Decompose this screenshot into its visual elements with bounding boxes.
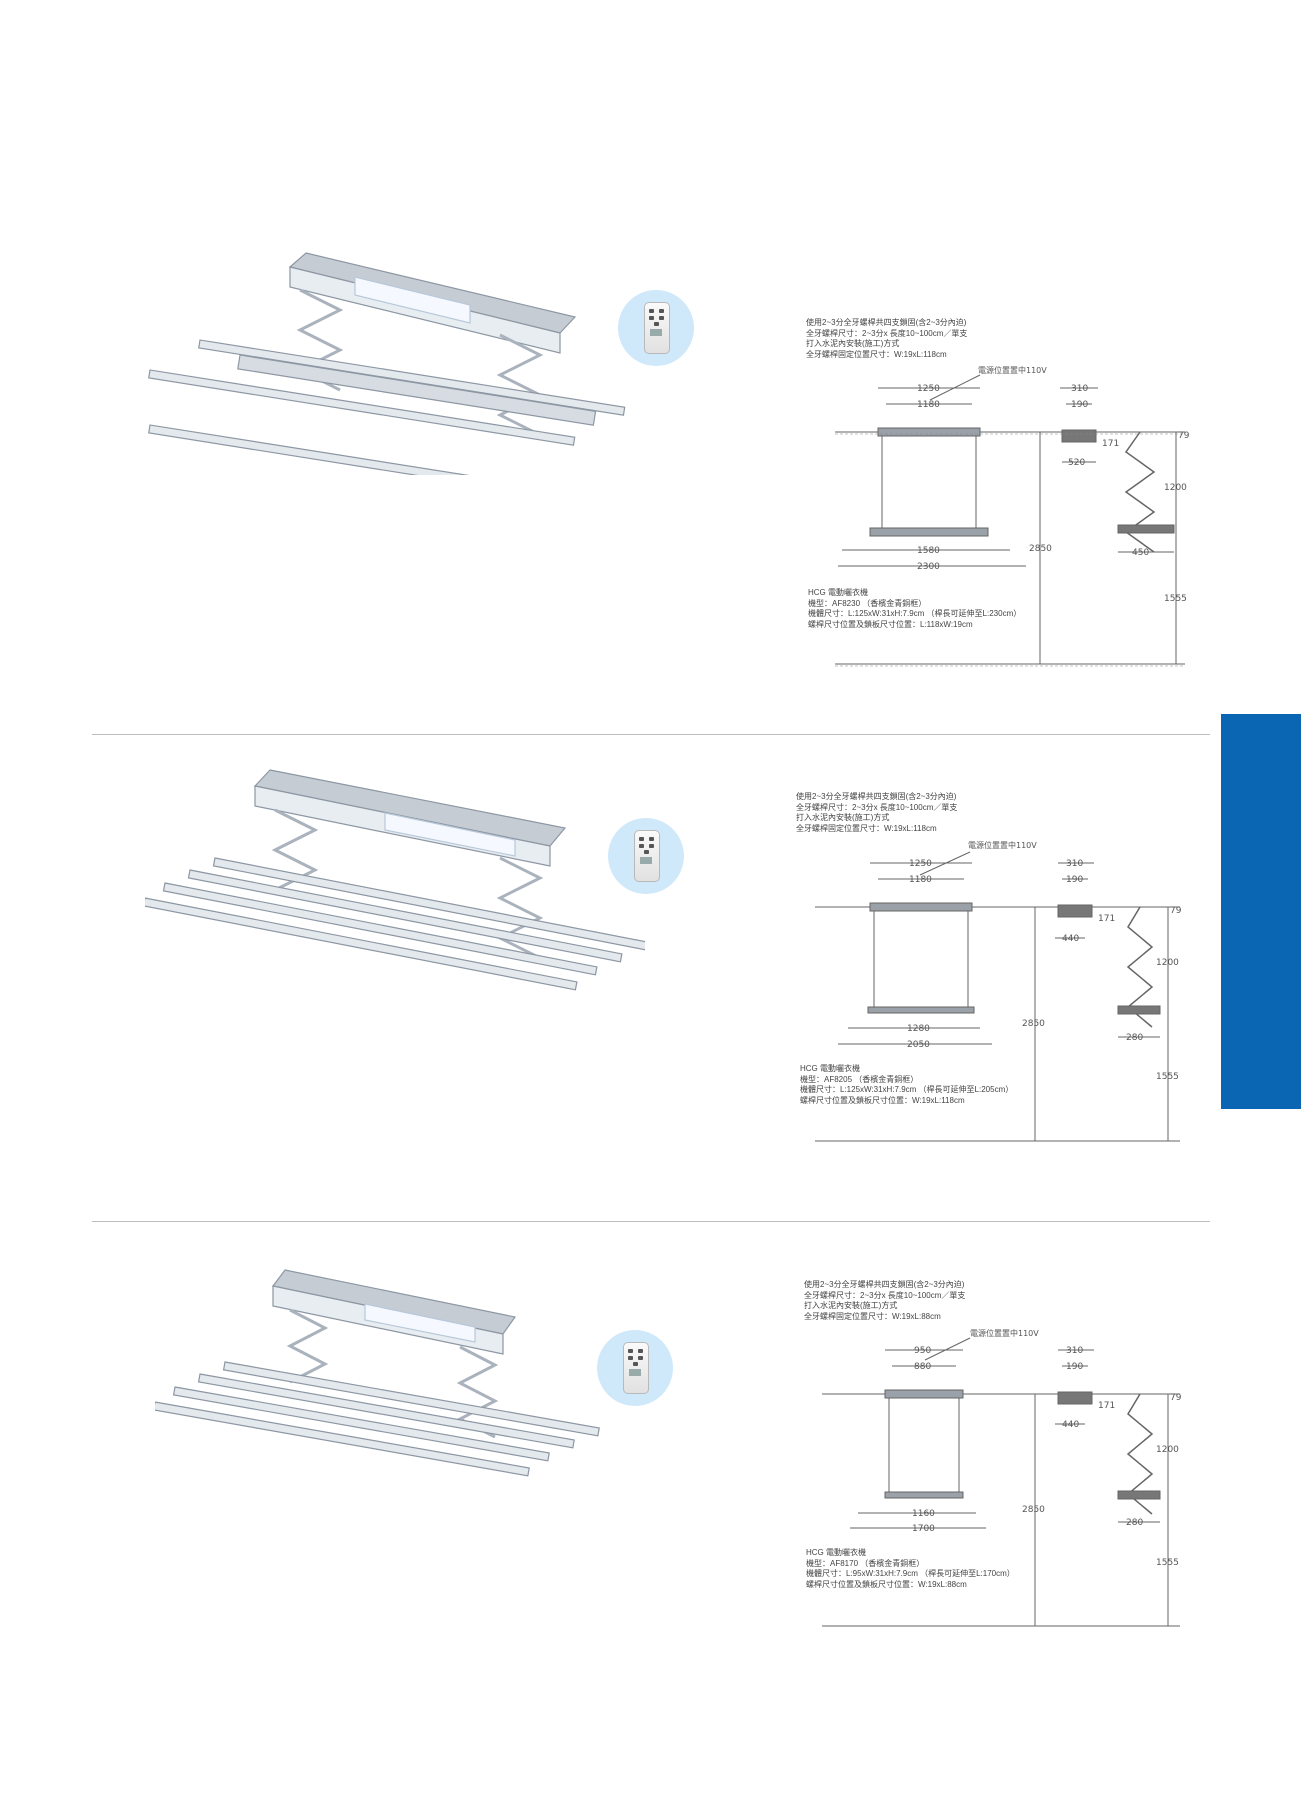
note-line: 全牙螺桿尺寸：2~3分x 長度10~100cm／單支 <box>806 328 968 338</box>
note-line: 打入水泥內安裝(施工)方式 <box>806 339 900 348</box>
note-line: 打入水泥內安裝(施工)方式 <box>804 1301 898 1310</box>
dim-floor-h: 1555 <box>1156 1558 1179 1568</box>
spec-line: 機型：AF8170 （香檳金青銅框） <box>806 1558 925 1568</box>
dim-total-h: 2850 <box>1022 1505 1045 1515</box>
dim-ceiling-off: 79 <box>1178 431 1190 441</box>
spec-block: HCG 電動曬衣機 機型：AF8230 （香檳金青銅框） 機體尺寸：L:125x… <box>808 588 1021 630</box>
dim-side-h: 171 <box>1098 1401 1115 1411</box>
dim-top-outer: 1250 <box>917 384 940 394</box>
installation-notes: 使用2~3分全牙螺桿共四支鎖固(含2~3分內迫) 全牙螺桿尺寸：2~3分x 長度… <box>796 792 957 834</box>
brand: HCG <box>800 1064 818 1073</box>
dim-side-base: 520 <box>1068 458 1085 468</box>
spec-line: 機體尺寸：L:95xW:31xH:7.9cm （桿長可延伸至L:170cm） <box>806 1569 1015 1578</box>
dim-total-h: 2850 <box>1029 544 1052 554</box>
dim-side-a: 310 <box>1071 384 1088 394</box>
dim-side-b: 190 <box>1066 1362 1083 1372</box>
spec-line: 機體尺寸：L:125xW:31xH:7.9cm （桿長可延伸至L:205cm） <box>800 1085 1014 1094</box>
dim-top-inner: 880 <box>914 1362 931 1372</box>
dim-total-h: 2850 <box>1022 1019 1045 1029</box>
spec-block: HCG 電動曬衣機 機型：AF8205 （香檳金青銅框） 機體尺寸：L:125x… <box>800 1064 1013 1106</box>
dim-side-b: 190 <box>1071 400 1088 410</box>
remote-control-badge <box>597 1330 673 1406</box>
spec-line: 螺桿尺寸位置及鎖板尺寸位置：L:118xW:19cm <box>808 619 973 629</box>
section-divider <box>92 1221 1210 1222</box>
note-line: 全牙螺桿尺寸：2~3分x 長度10~100cm／單支 <box>796 802 958 812</box>
remote-control-badge <box>618 290 694 366</box>
product-name: 電動曬衣機 <box>828 588 869 597</box>
dim-floor-h: 1555 <box>1164 594 1187 604</box>
spec-block: HCG 電動曬衣機 機型：AF8170 （香檳金青銅框） 機體尺寸：L:95xW… <box>806 1548 1015 1590</box>
dim-scissor: 1200 <box>1164 483 1187 493</box>
note-line: 全牙螺桿尺寸：2~3分x 長度10~100cm／單支 <box>804 1290 966 1300</box>
dim-bottom-inner: 1280 <box>907 1024 930 1034</box>
power-label: 電源位置置中110V <box>970 1328 1039 1338</box>
note-line: 使用2~3分全牙螺桿共四支鎖固(含2~3分內迫) <box>806 318 967 327</box>
dim-foot: 280 <box>1126 1033 1143 1043</box>
remote-control-icon <box>623 1342 649 1394</box>
note-line: 全牙螺桿固定位置尺寸：W:19xL:118cm <box>806 349 947 359</box>
dim-side-a: 310 <box>1066 1346 1083 1356</box>
dim-bottom-outer: 1700 <box>912 1524 935 1534</box>
dim-ceiling-off: 79 <box>1170 906 1182 916</box>
dim-top-outer: 950 <box>914 1346 931 1356</box>
brand: HCG <box>808 588 826 597</box>
spec-line: 螺桿尺寸位置及鎖板尺寸位置：W:19xL:88cm <box>806 1579 967 1589</box>
power-label: 電源位置置中110V <box>968 840 1037 850</box>
note-line: 打入水泥內安裝(施工)方式 <box>796 813 890 822</box>
clothes-dryer-image <box>148 252 626 475</box>
dim-bottom-outer: 2300 <box>917 562 940 572</box>
dimension-drawing: 1250 1180 電源位置置中110V 310 190 171 520 79 … <box>835 365 1190 667</box>
spec-line: 機型：AF8205 （香檳金青銅框） <box>800 1074 919 1084</box>
note-line: 使用2~3分全牙螺桿共四支鎖固(含2~3分內迫) <box>796 792 957 801</box>
note-line: 使用2~3分全牙螺桿共四支鎖固(含2~3分內迫) <box>804 1280 965 1289</box>
dim-bottom-outer: 2050 <box>907 1040 930 1050</box>
chapter-tab <box>1221 714 1301 1109</box>
remote-control-icon <box>644 302 670 354</box>
dim-scissor: 1200 <box>1156 1445 1179 1455</box>
dim-top-inner: 1180 <box>917 400 940 410</box>
dim-top-inner: 1180 <box>909 875 932 885</box>
spec-line: 機型：AF8230 （香檳金青銅框） <box>808 598 927 608</box>
installation-notes: 使用2~3分全牙螺桿共四支鎖固(含2~3分內迫) 全牙螺桿尺寸：2~3分x 長度… <box>804 1280 965 1322</box>
dim-side-base: 440 <box>1062 934 1079 944</box>
note-line: 全牙螺桿固定位置尺寸：W:19xL:118cm <box>796 823 937 833</box>
dim-side-h: 171 <box>1098 914 1115 924</box>
remote-control-icon <box>634 830 660 882</box>
dim-side-h: 171 <box>1102 439 1119 449</box>
clothes-dryer-image <box>145 769 645 991</box>
dim-top-outer: 1250 <box>909 859 932 869</box>
dim-side-base: 440 <box>1062 1420 1079 1430</box>
dim-bottom-inner: 1580 <box>917 546 940 556</box>
product-name: 電動曬衣機 <box>820 1064 861 1073</box>
power-label: 電源位置置中110V <box>978 365 1047 375</box>
dim-scissor: 1200 <box>1156 958 1179 968</box>
dim-foot: 280 <box>1126 1518 1143 1528</box>
spec-line: 機體尺寸：L:125xW:31xH:7.9cm （桿長可延伸至L:230cm） <box>808 609 1022 618</box>
section-divider <box>92 734 1210 735</box>
dimension-drawing: 950 880 電源位置置中110V 310 190 171 440 79 12… <box>822 1328 1182 1627</box>
dim-side-b: 190 <box>1066 875 1083 885</box>
dim-floor-h: 1555 <box>1156 1072 1179 1082</box>
dim-foot: 450 <box>1132 548 1149 558</box>
remote-control-badge <box>608 818 684 894</box>
dim-side-a: 310 <box>1066 859 1083 869</box>
note-line: 全牙螺桿固定位置尺寸：W:19xL:88cm <box>804 1311 941 1321</box>
brand: HCG <box>806 1548 824 1557</box>
dimension-drawing: 1250 1180 電源位置置中110V 310 190 171 440 79 … <box>815 840 1182 1142</box>
spec-line: 螺桿尺寸位置及鎖板尺寸位置：W:19xL:118cm <box>800 1095 965 1105</box>
dim-bottom-inner: 1160 <box>912 1509 935 1519</box>
product-name: 電動曬衣機 <box>826 1548 867 1557</box>
installation-notes: 使用2~3分全牙螺桿共四支鎖固(含2~3分內迫) 全牙螺桿尺寸：2~3分x 長度… <box>806 318 967 360</box>
clothes-dryer-image <box>155 1269 600 1477</box>
dim-ceiling-off: 79 <box>1170 1393 1182 1403</box>
